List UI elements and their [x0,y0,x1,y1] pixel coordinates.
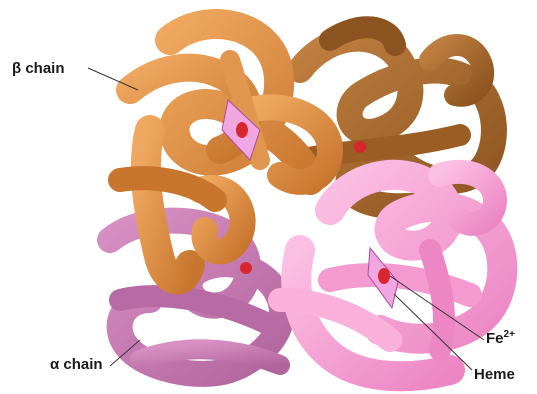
iron-atom-icon [236,122,248,138]
iron-atom-icon [354,141,366,153]
heme-group-3 [240,262,252,274]
heme-group-1 [221,99,261,161]
beta-chain-pointer [87,67,139,91]
iron-atom-icon [240,262,252,274]
iron-pointer [389,275,485,341]
iron-label: Fe2+ [486,329,515,347]
alpha-chain-front-subunit [268,159,518,392]
alpha-chain-pointer [109,339,141,367]
pointer-lines [87,67,485,371]
iron-label-base: Fe [486,330,504,347]
iron-atom-icon [378,268,390,284]
heme-pointer [393,293,473,371]
alpha-chain-label: α chain [50,356,103,373]
heme-group-2 [354,141,366,153]
heme-label: Heme [474,366,515,383]
beta-chain-label: β chain [12,60,65,77]
heme-group-4 [367,246,399,310]
iron-label-charge: 2+ [503,329,515,340]
